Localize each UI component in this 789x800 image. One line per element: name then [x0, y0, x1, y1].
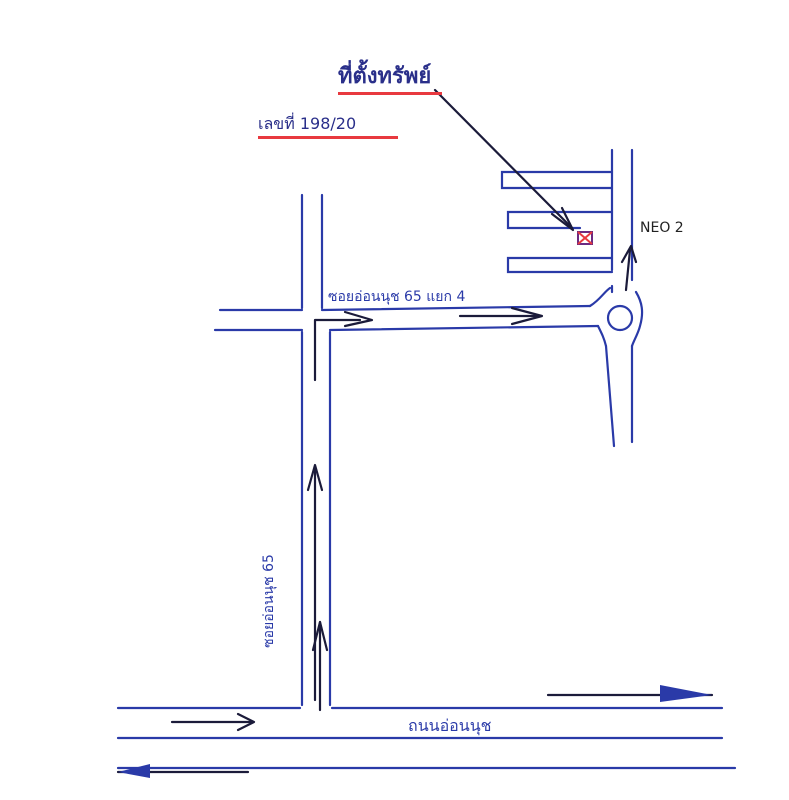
pointer-arrow [433, 88, 575, 232]
house-number-underline [258, 136, 398, 139]
soi-branch-label: ซอยอ่อนนุช 65 แยก 4 [328, 289, 466, 305]
arrow-icon [170, 712, 256, 732]
right-vertical-road [604, 148, 634, 448]
route-arrows [306, 244, 638, 712]
soi-main-label: ซอยอ่อนนุช 65 [260, 554, 277, 648]
soi-65-road [300, 193, 332, 707]
arrow-icon [116, 764, 250, 778]
property-title: ที่ตั้งทรัพย์ [338, 64, 432, 89]
crossed-square-icon [577, 231, 593, 245]
side-sois [500, 170, 614, 274]
main-road [116, 706, 737, 770]
roundabout [588, 286, 644, 348]
main-road-label: ถนนอ่อนนุช [408, 716, 492, 735]
house-number: เลขที่ 198/20 [258, 114, 357, 133]
neo-label: NEO 2 [640, 220, 684, 236]
arrow-icon [546, 685, 714, 702]
soi-65-branch-4-road [213, 304, 600, 332]
property-title-underline [338, 92, 442, 95]
